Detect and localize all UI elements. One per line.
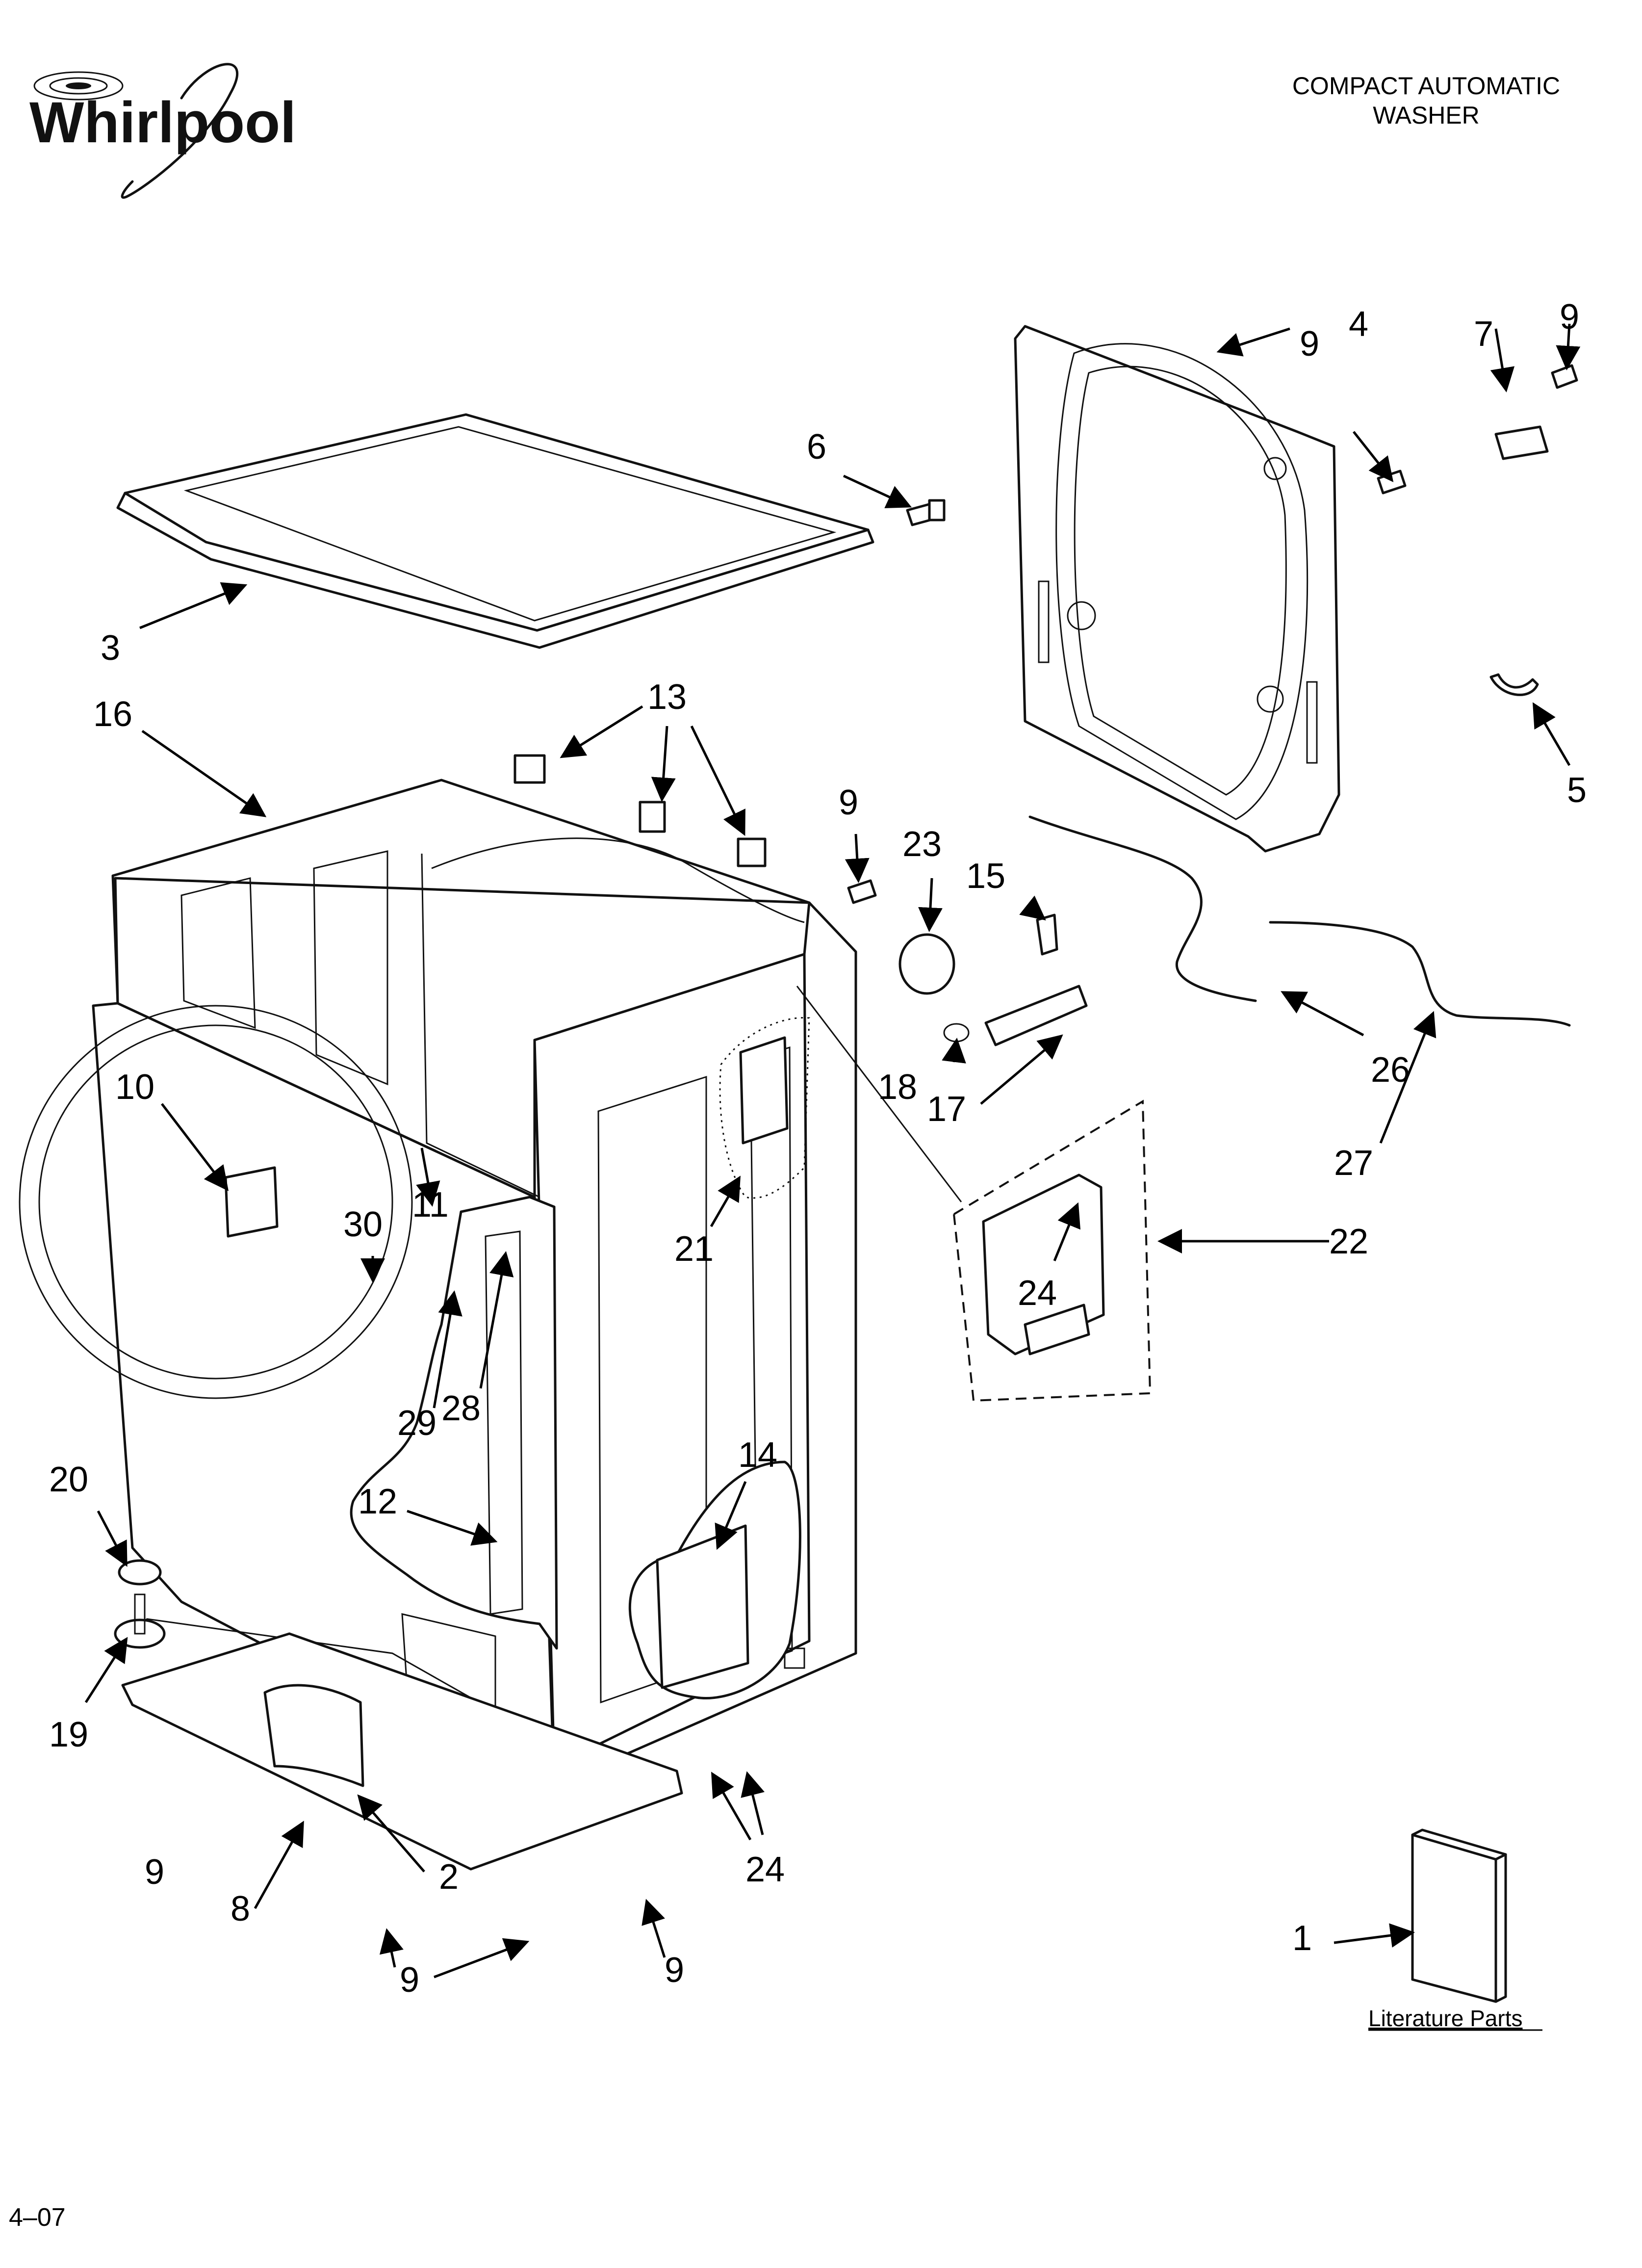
callout-24-control-board: 24 (1018, 1274, 1057, 1313)
whirlpool-logo: Whirlpool (29, 63, 296, 199)
callout-labels: 1 2 3 4 5 6 7 8 9 9 9 9 9 9 10 11 12 13 … (49, 297, 1587, 2000)
callout-4: 4 (1349, 305, 1368, 344)
callout-15: 15 (966, 857, 1005, 896)
callout-30: 30 (343, 1205, 383, 1244)
screw-part-9-rear (1377, 469, 1407, 495)
screw-part-9-cabinet (847, 879, 877, 904)
callout-27: 27 (1334, 1144, 1373, 1183)
callout-20: 20 (49, 1460, 88, 1499)
callout-11: 11 (412, 1185, 449, 1225)
callout-1: 1 (1292, 1919, 1312, 1958)
clamp-part-7 (1494, 425, 1549, 460)
bracket-part-17 (984, 985, 1088, 1046)
callout-28: 28 (441, 1389, 481, 1428)
callout-9-cabinet: 9 (839, 783, 858, 822)
wire-harness-part-27 (1269, 921, 1571, 1027)
callout-12: 12 (358, 1482, 397, 1521)
water-level-switch-part-23 (898, 933, 955, 995)
callout-9-base-bottom: 9 (400, 1960, 419, 2000)
callout-26: 26 (1371, 1050, 1410, 1090)
rear-panel-part-4 (1014, 325, 1340, 853)
literature-part-1 (1411, 1828, 1507, 2003)
callout-19: 19 (49, 1715, 88, 1754)
front-cutaway-detail (350, 1196, 558, 1650)
leader-lines (84, 323, 1581, 1979)
clip-part-18 (943, 1023, 970, 1043)
door-latch-strip-part-12 (485, 1230, 523, 1615)
title-line-1: COMPACT AUTOMATIC (1292, 72, 1561, 100)
footer-date-code: 4–07 (9, 2203, 66, 2232)
callout-13: 13 (647, 678, 687, 717)
callout-17: 17 (927, 1090, 966, 1129)
top-panel-part-3 (116, 413, 874, 649)
callout-6: 6 (807, 427, 826, 467)
diagram-title: COMPACT AUTOMATIC WASHER (1255, 71, 1598, 130)
callout-5: 5 (1567, 771, 1587, 810)
screw-part-15 (1036, 913, 1058, 956)
callout-8: 8 (231, 1889, 250, 1929)
callout-18: 18 (878, 1068, 917, 1107)
callout-16: 16 (93, 695, 132, 734)
callout-9-top-right: 9 (1560, 297, 1579, 337)
snubber-part-13-a (513, 754, 546, 784)
literature-parts-caption: Literature Parts (1368, 2006, 1522, 2031)
cabinet-part-16 (19, 779, 857, 1792)
callout-29: 29 (397, 1404, 436, 1443)
callout-21: 21 (674, 1229, 714, 1269)
callout-3: 3 (101, 628, 120, 668)
callout-22: 22 (1329, 1222, 1368, 1261)
wire-harness-area-part-21 (719, 1017, 810, 1199)
base-pan-part-8 (121, 1632, 683, 1871)
callout-9-rear-panel: 9 (1300, 324, 1319, 364)
screw-part-9-top (1551, 364, 1578, 389)
brand-wordmark: Whirlpool (29, 90, 296, 155)
control-board-part-22 (952, 1099, 1152, 1402)
callout-9-base-left: 9 (145, 1852, 164, 1892)
callout-9-base-right: 9 (665, 1951, 684, 1990)
callout-7: 7 (1474, 314, 1493, 354)
callout-10: 10 (115, 1068, 154, 1107)
power-cord-part-26 (1028, 815, 1257, 1002)
snubber-part-13-c (737, 837, 767, 867)
title-line-2: WASHER (1373, 102, 1480, 129)
callout-14: 14 (738, 1435, 777, 1475)
callout-24-base: 24 (745, 1850, 785, 1889)
snubber-part-13-b (639, 801, 666, 833)
clamp-part-5 (1489, 673, 1539, 696)
nut-part-20 (118, 1559, 162, 1586)
screw-part-6 (906, 499, 946, 526)
callout-23: 23 (902, 825, 942, 864)
callout-2: 2 (439, 1857, 459, 1897)
